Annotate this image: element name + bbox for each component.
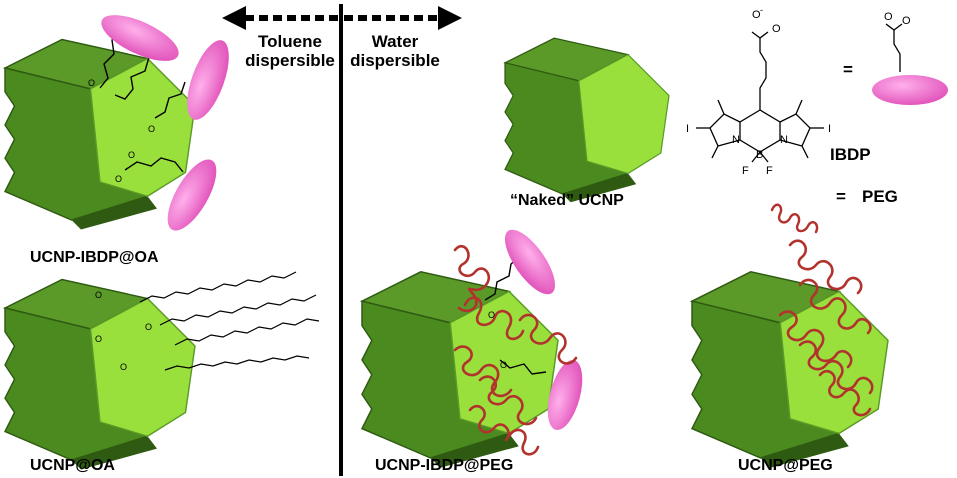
peg-chains	[453, 245, 578, 456]
svg-text:O: O	[902, 15, 911, 27]
naked-ucnp-particle	[504, 37, 670, 203]
toluene-label-line2: dispersible	[245, 51, 335, 70]
ucnp-peg-particle	[691, 239, 889, 469]
ibdp-symbol	[872, 23, 948, 105]
ucnp-peg-label: UCNP@PEG	[738, 457, 833, 474]
peg-chains	[778, 239, 874, 417]
svg-text:O: O	[148, 124, 155, 134]
svg-text:F: F	[766, 165, 773, 177]
svg-text:O: O	[88, 78, 95, 88]
water-arrow	[344, 6, 462, 30]
svg-text:O: O	[115, 174, 122, 184]
peg-equals: =	[836, 187, 846, 206]
ibdp-equals: =	[843, 60, 853, 79]
svg-text:O: O	[500, 360, 507, 370]
water-label-line1: Water	[372, 32, 419, 51]
svg-text:I: I	[686, 123, 689, 135]
svg-text:O: O	[128, 150, 135, 160]
peg-symbol	[770, 203, 819, 234]
svg-text:O: O	[95, 334, 102, 344]
ucnp-ibdp-oa-particle: O O O O	[4, 15, 229, 231]
svg-text:O: O	[95, 290, 102, 300]
ibdp-dye	[101, 15, 229, 231]
ucnp-ibdp-peg-particle: O O	[361, 229, 583, 469]
ibdp-structure	[696, 31, 824, 163]
water-label-line2: dispersible	[350, 51, 440, 70]
peg-legend-label: PEG	[862, 187, 898, 206]
svg-text:O: O	[772, 23, 781, 35]
svg-text:O: O	[752, 9, 761, 21]
svg-text:O: O	[884, 11, 893, 23]
svg-text:N: N	[732, 134, 740, 146]
ucnp-ibdp-peg-label: UCNP-IBDP@PEG	[375, 457, 513, 474]
svg-text:I: I	[828, 123, 831, 135]
toluene-label-line1: Toluene	[258, 32, 322, 51]
ibdp-legend-label: IBDP	[830, 145, 871, 164]
toluene-arrow	[222, 6, 338, 30]
naked-ucnp-label: “Naked” UCNP	[510, 192, 624, 209]
svg-text:F: F	[742, 165, 749, 177]
ucnp-oa-particle: O O O O	[4, 271, 320, 471]
svg-text:O: O	[488, 310, 495, 320]
svg-text:B: B	[756, 149, 763, 161]
svg-text:O: O	[145, 322, 152, 332]
svg-text:-: -	[760, 5, 763, 15]
svg-text:O: O	[120, 362, 127, 372]
ucnp-ibdp-oa-label: UCNP-IBDP@OA	[30, 249, 159, 266]
ibdp-dye	[504, 229, 583, 430]
svg-text:N: N	[780, 134, 788, 146]
ucnp-oa-label: UCNP@OA	[30, 457, 115, 474]
